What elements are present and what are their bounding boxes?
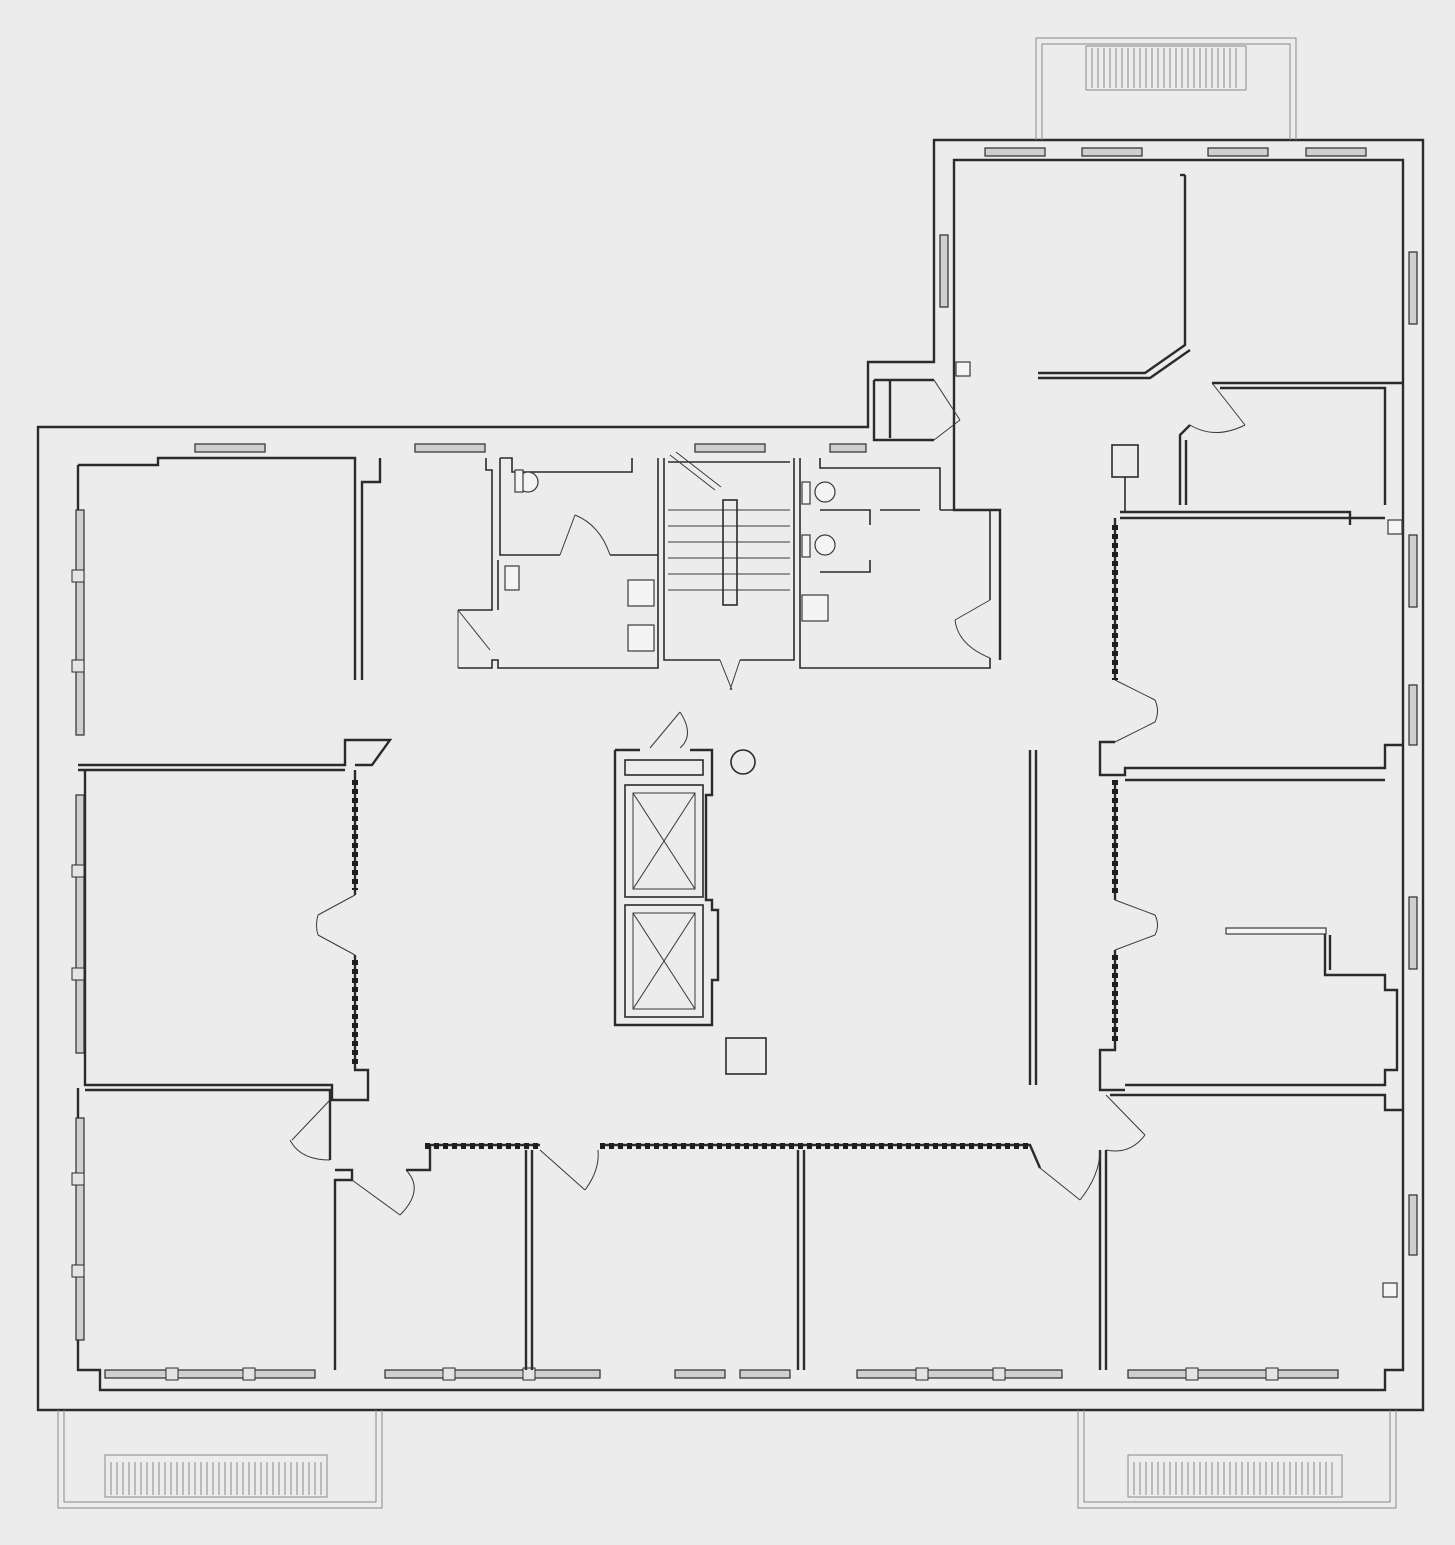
window (1081, 147, 1143, 157)
window (829, 443, 867, 453)
window (194, 443, 266, 453)
plumbing-fixtures (504, 361, 1403, 1298)
window (856, 1369, 1063, 1379)
urinal (504, 565, 520, 591)
window (1127, 1369, 1339, 1379)
window (1408, 1194, 1418, 1256)
window (75, 509, 85, 736)
duct (955, 361, 971, 377)
window (1207, 147, 1269, 157)
window (384, 1369, 601, 1379)
sink (627, 624, 655, 652)
windows (75, 147, 1418, 1379)
sink (627, 579, 655, 607)
window (1408, 251, 1418, 325)
elevator-shaft (624, 784, 704, 898)
window (75, 794, 85, 1054)
window (1305, 147, 1367, 157)
window (984, 147, 1046, 157)
duct (1382, 1282, 1398, 1298)
exterior-walls (36, 138, 1425, 1412)
duct (1387, 519, 1403, 535)
window (739, 1369, 791, 1379)
shaft-opening (725, 1037, 767, 1075)
balconies (57, 37, 1397, 1509)
mullions (71, 569, 1279, 1381)
toilet (814, 481, 836, 503)
window (1408, 534, 1418, 608)
window (674, 1369, 726, 1379)
window (1408, 896, 1418, 970)
elevator-core (613, 748, 767, 1075)
window (104, 1369, 316, 1379)
sink (801, 594, 829, 622)
window (75, 1117, 85, 1341)
window (414, 443, 486, 453)
doors (289, 379, 1246, 1216)
toilet (814, 534, 836, 556)
elevator-shaft (624, 904, 704, 1018)
window (939, 234, 949, 308)
window (694, 443, 766, 453)
interior-walls (78, 173, 1403, 1370)
glazed-partitions (352, 525, 1118, 1149)
column (730, 749, 756, 775)
window (1408, 684, 1418, 746)
